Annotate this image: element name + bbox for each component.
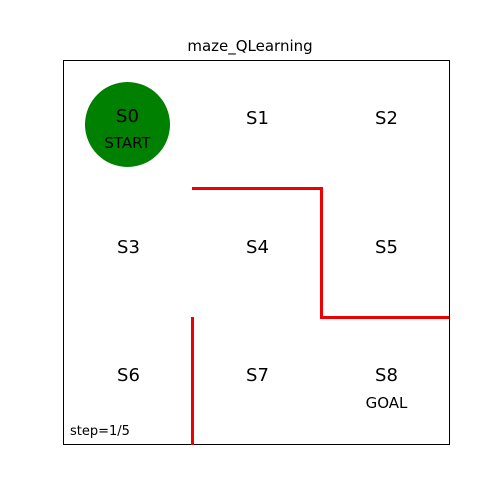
goal-label: GOAL	[365, 394, 408, 412]
cell-s5: S5	[322, 190, 451, 319]
start-label: START	[104, 134, 151, 152]
cell-s4: S4	[193, 190, 322, 319]
agent-state-label: S0	[116, 106, 139, 127]
agent-marker: S0 START	[85, 82, 170, 167]
state-label-s2: S2	[375, 108, 398, 129]
cell-s3: S3	[64, 190, 193, 319]
wall-segment	[192, 187, 322, 190]
state-label-s5: S5	[375, 237, 398, 258]
maze-title: maze_QLearning	[187, 37, 313, 55]
cell-s6: S6	[64, 318, 193, 447]
state-label-s7: S7	[246, 365, 269, 386]
cell-s7: S7	[193, 318, 322, 447]
maze-board: S1 S2 S3 S4 S5 S6 S7 S8 GOAL step=1/5	[63, 60, 450, 445]
state-label-s1: S1	[246, 108, 269, 129]
wall-segment	[320, 316, 449, 319]
cell-s1: S1	[193, 61, 322, 190]
state-label-s4: S4	[246, 237, 269, 258]
wall-segment	[320, 187, 323, 318]
step-counter: step=1/5	[70, 424, 130, 439]
cell-s2: S2	[322, 61, 451, 190]
cell-s8: S8 GOAL	[322, 318, 451, 447]
state-label-s8: S8	[375, 365, 398, 386]
wall-segment	[191, 317, 194, 445]
state-label-s3: S3	[117, 237, 140, 258]
state-label-s6: S6	[117, 365, 140, 386]
